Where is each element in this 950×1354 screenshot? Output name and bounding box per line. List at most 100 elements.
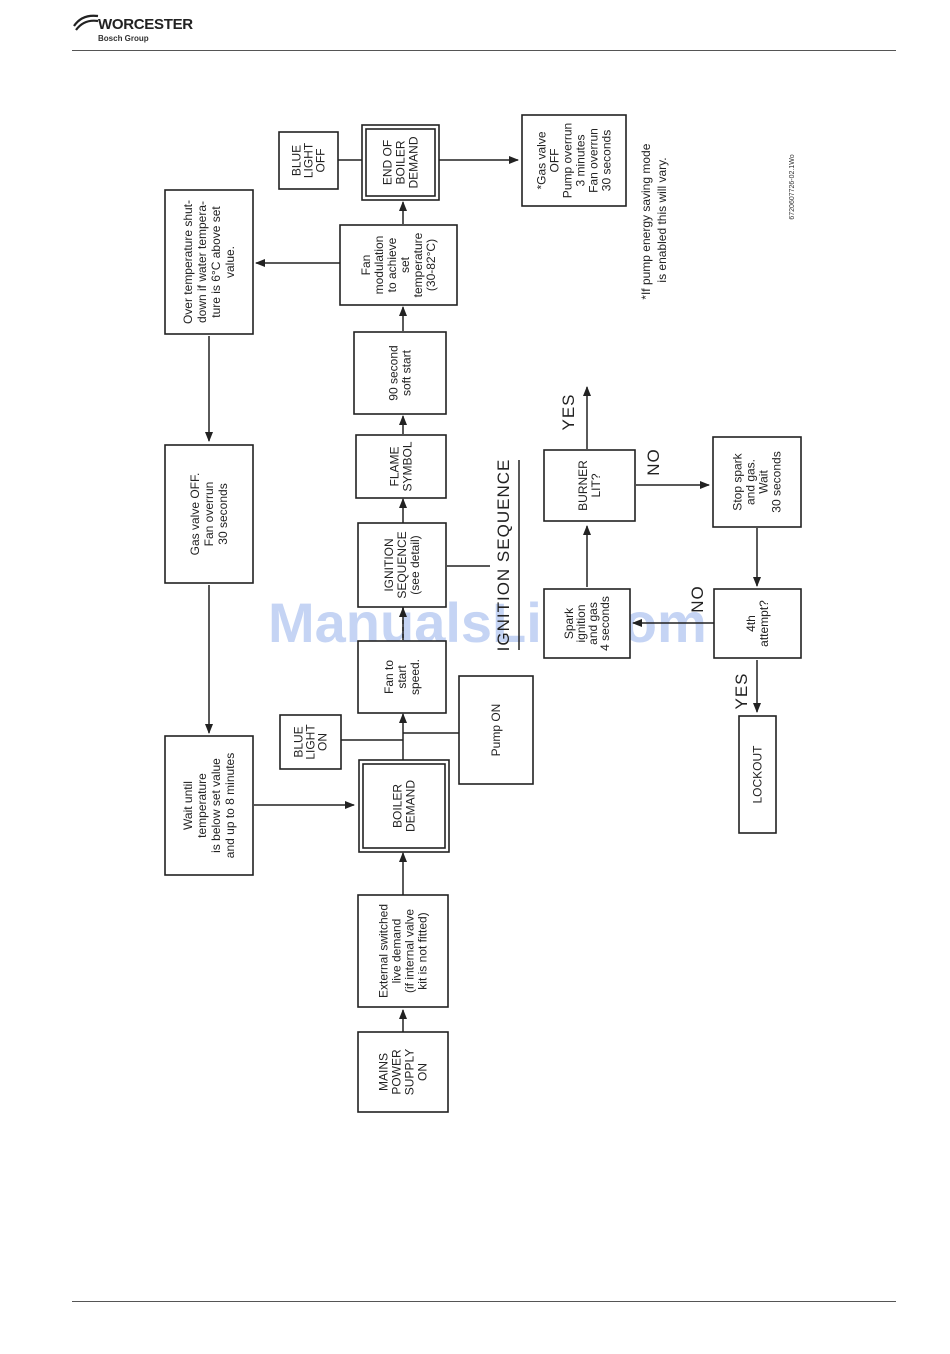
brand-name: WORCESTER bbox=[98, 16, 193, 33]
burner-lit-box-text: BURNERLIT? bbox=[576, 460, 603, 511]
box-text-line: LOCKOUT bbox=[751, 745, 765, 804]
header-rule bbox=[72, 50, 896, 51]
burner-lit-box: BURNERLIT? bbox=[543, 449, 636, 522]
brand-subtitle: Bosch Group bbox=[98, 34, 149, 43]
box-text-line: value. bbox=[223, 246, 237, 278]
box-text-line: kit is not fitted) bbox=[416, 912, 430, 989]
flame-symbol-box-text: FLAMESYMBOL bbox=[388, 441, 415, 491]
box-text-line: (30-82°C) bbox=[424, 239, 438, 291]
fan-start-box-text: Fan tostartspeed. bbox=[382, 659, 422, 695]
yes-label-lockout: YES bbox=[732, 672, 751, 709]
lockout-box-text: LOCKOUT bbox=[751, 745, 765, 804]
stop-spark-box: Stop sparkand gas.Wait30 seconds bbox=[712, 436, 802, 528]
box-text-line: speed. bbox=[408, 659, 422, 695]
mains-power-box: MAINSPOWERSUPPLYON bbox=[357, 1031, 449, 1113]
box-text-line: 30 seconds bbox=[600, 130, 614, 191]
box-text-line: Over temperature shut- bbox=[181, 200, 195, 324]
box-text-line: LIGHT bbox=[304, 724, 318, 760]
box-text-line: Pump ON bbox=[489, 704, 503, 757]
box-text-line: OFF bbox=[548, 149, 562, 173]
box-text-line: set bbox=[398, 256, 412, 273]
box-text-line: Wait bbox=[757, 470, 771, 494]
figure-code: 6720607726-02.1Wo bbox=[789, 154, 796, 219]
yes-label-burner: YES bbox=[559, 393, 578, 430]
box-text-line: and gas bbox=[586, 602, 600, 645]
gas-valve-off-pump-box-text: *Gas valveOFFPump overrun3 minutesFan ov… bbox=[535, 123, 614, 198]
gas-valve-fan-overrun-box: Gas valve OFF.Fan overrun30 seconds bbox=[164, 444, 254, 584]
blue-light-off-box: BLUELIGHTOFF bbox=[278, 131, 339, 190]
box-text-line: start bbox=[395, 665, 409, 689]
boiler-demand-box-text: BOILERDEMAND bbox=[391, 780, 418, 832]
external-demand-box: External switchedlive demand(if internal… bbox=[357, 894, 449, 1008]
gas-valve-off-pump-box: *Gas valveOFFPump overrun3 minutesFan ov… bbox=[521, 114, 627, 207]
svg-text:*If pump energy saving mode: *If pump energy saving mode is enabled t… bbox=[639, 140, 669, 299]
box-text-line: to achieve bbox=[385, 237, 399, 292]
ignition-sequence-label: IGNITION SEQUENCE bbox=[494, 459, 513, 652]
soft-start-box-text: 90 secondsoft start bbox=[387, 345, 414, 400]
brand-logo: WORCESTER Bosch Group bbox=[72, 10, 193, 46]
flame-symbol-box: FLAMESYMBOL bbox=[355, 434, 447, 499]
box-text-line: Spark bbox=[562, 607, 576, 639]
box-text-line: BURNER bbox=[576, 460, 590, 511]
box-text-line: LIGHT bbox=[302, 142, 316, 178]
box-text-line: is below set value bbox=[209, 758, 223, 853]
pump-saving-note: *If pump energy saving mode is enabled t… bbox=[639, 140, 669, 299]
ignition-sequence-box-text: IGNITIONSEQUENCE(see detail) bbox=[382, 531, 422, 598]
fan-start-box: Fan tostartspeed. bbox=[357, 640, 447, 714]
box-text-line: temperature bbox=[411, 232, 425, 297]
ignition-sequence-box: IGNITIONSEQUENCE(see detail) bbox=[357, 522, 447, 608]
footer-rule bbox=[72, 1301, 896, 1302]
box-text-line: Fan overrun bbox=[587, 128, 601, 193]
box-text-line: soft start bbox=[400, 349, 414, 396]
box-text-line: 4 seconds bbox=[598, 596, 612, 651]
box-text-line: SEQUENCE bbox=[395, 531, 409, 598]
blue-light-on-box: BLUELIGHTON bbox=[279, 714, 342, 770]
box-text-line: DEMAND bbox=[404, 780, 418, 832]
box-text-line: and up to 8 minutes bbox=[223, 753, 237, 858]
note-line: *If pump energy saving mode bbox=[639, 143, 653, 299]
box-text-line: External switched bbox=[377, 904, 391, 998]
box-text-line: BOILER bbox=[394, 140, 408, 184]
box-text-line: 30 seconds bbox=[216, 483, 230, 544]
blue-light-on-box-text: BLUELIGHTON bbox=[292, 724, 330, 760]
box-text-line: Gas valve OFF. bbox=[188, 473, 202, 556]
box-text-line: modulation bbox=[372, 236, 386, 295]
box-text-line: attempt? bbox=[757, 600, 771, 647]
end-of-demand-box: END OFBOILERDEMAND bbox=[361, 124, 440, 201]
box-text-line: 4th bbox=[744, 615, 758, 632]
fourth-attempt-box: 4thattempt? bbox=[713, 588, 802, 659]
box-text-line: Stop spark bbox=[731, 452, 745, 510]
box-text-line: Fan to bbox=[382, 660, 396, 694]
box-text-line: Wait until bbox=[181, 781, 195, 830]
box-text-line: and gas. bbox=[744, 459, 758, 505]
box-text-line: (if internal valve bbox=[403, 909, 417, 993]
no-label-burner: NO bbox=[644, 448, 663, 476]
over-temperature-box: Over temperature shut-down if water temp… bbox=[164, 189, 254, 335]
box-text-line: temperature bbox=[195, 773, 209, 838]
box-text-line: END OF bbox=[381, 140, 395, 185]
box-text-line: *Gas valve bbox=[535, 131, 549, 189]
box-text-line: DEMAND bbox=[407, 136, 421, 188]
fan-modulation-box: Fanmodulationto achievesettemperature(30… bbox=[339, 224, 458, 306]
box-text-line: 30 seconds bbox=[770, 451, 784, 512]
pump-on-box: Pump ON bbox=[458, 675, 534, 785]
pump-on-box-text: Pump ON bbox=[489, 704, 503, 757]
blue-light-off-box-text: BLUELIGHTOFF bbox=[290, 142, 328, 178]
spark-ignition-box-text: Sparkignitionand gas4 seconds bbox=[562, 596, 612, 651]
box-text-line: ignition bbox=[574, 604, 588, 642]
box-text-line: SYMBOL bbox=[401, 441, 415, 491]
box-text-line: MAINS bbox=[377, 1053, 391, 1091]
box-text-line: 90 second bbox=[387, 345, 401, 400]
box-text-line: (see detail) bbox=[408, 535, 422, 594]
box-text-line: BLUE bbox=[290, 145, 304, 176]
box-text-line: ture is 6°C above set bbox=[209, 206, 223, 318]
gas-valve-fan-overrun-box-text: Gas valve OFF.Fan overrun30 seconds bbox=[188, 473, 230, 556]
mains-power-box-text: MAINSPOWERSUPPLYON bbox=[377, 1049, 430, 1095]
end-of-demand-box-text: END OFBOILERDEMAND bbox=[381, 136, 421, 188]
box-text-line: down if water tempera- bbox=[195, 201, 209, 323]
box-text-line: FLAME bbox=[388, 446, 402, 486]
wait-until-box: Wait untiltemperatureis below set valuea… bbox=[164, 735, 254, 876]
box-text-line: POWER bbox=[390, 1049, 404, 1095]
box-text-line: BOILER bbox=[391, 784, 405, 828]
